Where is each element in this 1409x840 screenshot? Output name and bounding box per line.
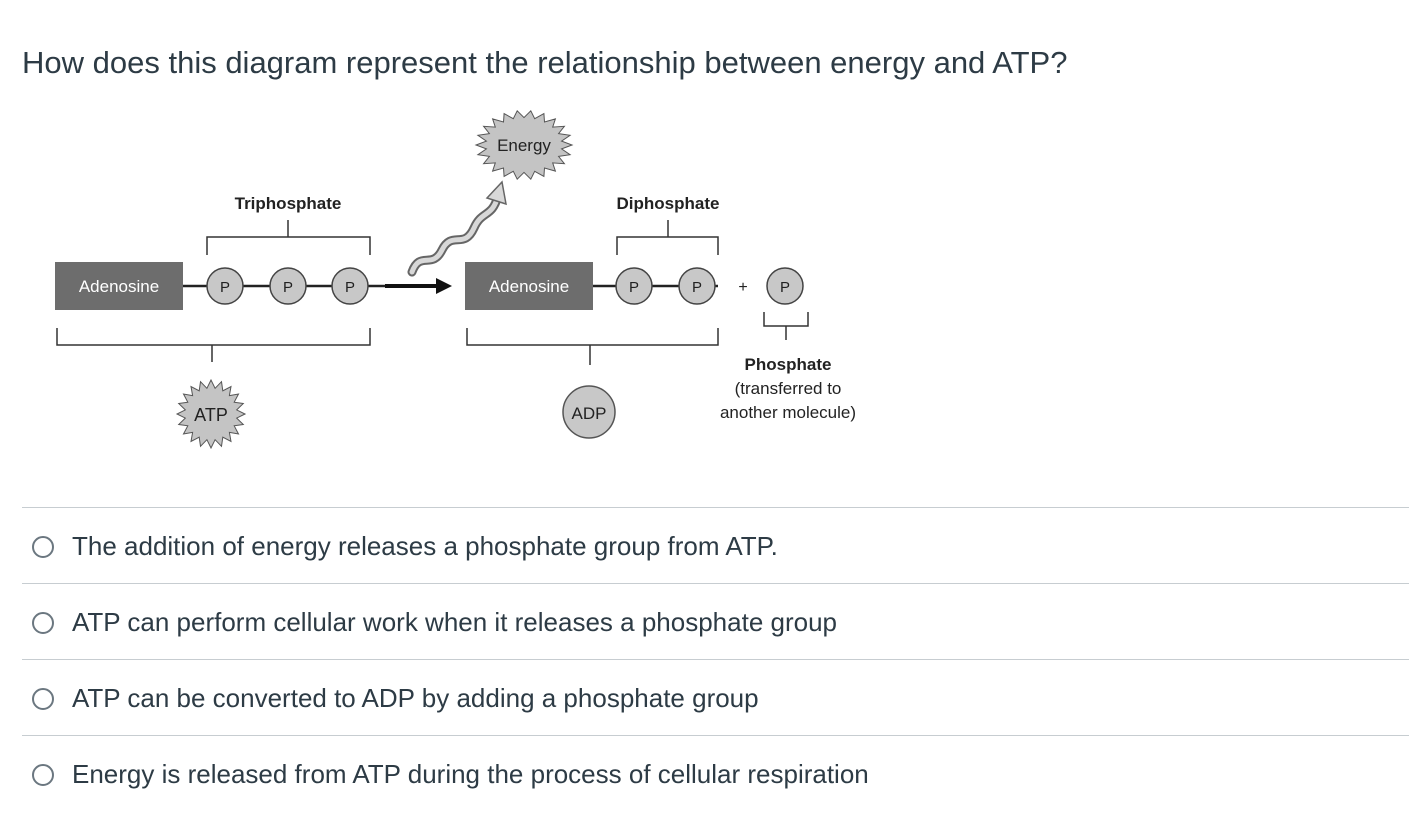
diphosphate-bracket [616, 220, 719, 255]
adenosine-label-left: Adenosine [79, 277, 159, 296]
answer-option-3[interactable]: ATP can be converted to ADP by adding a … [22, 659, 1409, 735]
atp-bracket [56, 328, 371, 362]
adp-bracket [466, 328, 719, 365]
energy-label: Energy [497, 136, 551, 155]
phosphate-caption-line-2: (transferred to [735, 379, 842, 398]
phosphate-caption-line-1: Phosphate [745, 355, 832, 374]
triphosphate-label: Triphosphate [235, 194, 342, 213]
radio-button-3[interactable] [32, 688, 54, 710]
atp-label: ATP [194, 405, 228, 425]
svg-text:P: P [345, 279, 355, 296]
atp-starburst: ATP [175, 378, 247, 450]
diphosphate-label: Diphosphate [617, 194, 720, 213]
answer-label-2[interactable]: ATP can perform cellular work when it re… [72, 607, 837, 637]
radio-button-2[interactable] [32, 612, 54, 634]
adenosine-box-right [465, 262, 593, 310]
plus-sign: + [738, 279, 747, 296]
svg-text:P: P [283, 279, 293, 296]
free-phosphate-bracket [763, 312, 809, 340]
phosphate-caption-line-3: another molecule) [720, 403, 856, 422]
question-text: How does this diagram represent the rela… [22, 45, 1068, 80]
atp-phosphate-3: P [331, 267, 369, 305]
atp-phosphate-2: P [269, 267, 307, 305]
answer-label-4[interactable]: Energy is released from ATP during the p… [72, 759, 869, 789]
adp-phosphate-2: P [678, 267, 716, 305]
answer-option-1[interactable]: The addition of energy releases a phosph… [22, 507, 1409, 583]
answer-label-1[interactable]: The addition of energy releases a phosph… [72, 531, 778, 561]
adp-phosphate-1: P [615, 267, 653, 305]
answer-option-4[interactable]: Energy is released from ATP during the p… [22, 735, 1409, 811]
svg-text:P: P [629, 279, 639, 296]
answer-list: The addition of energy releases a phosph… [22, 507, 1409, 811]
svg-text:P: P [220, 279, 230, 296]
wavy-energy-arrow [407, 180, 507, 277]
adenosine-box-left [55, 262, 183, 310]
energy-starburst: Energy [474, 109, 574, 181]
reaction-arrow [385, 278, 452, 294]
atp-phosphate-1: P [206, 267, 244, 305]
answer-label-3[interactable]: ATP can be converted to ADP by adding a … [72, 683, 759, 713]
answer-option-2[interactable]: ATP can perform cellular work when it re… [22, 583, 1409, 659]
svg-text:P: P [692, 279, 702, 296]
atp-adp-diagram: Energy Triphosphate Adenosine P P P ATP … [55, 109, 856, 450]
free-phosphate: P [766, 267, 804, 305]
svg-text:P: P [780, 279, 790, 296]
radio-button-1[interactable] [32, 536, 54, 558]
adp-circle: ADP [562, 385, 616, 439]
triphosphate-bracket [206, 220, 371, 255]
adp-label: ADP [572, 404, 607, 423]
adenosine-label-right: Adenosine [489, 277, 569, 296]
radio-button-4[interactable] [32, 764, 54, 786]
